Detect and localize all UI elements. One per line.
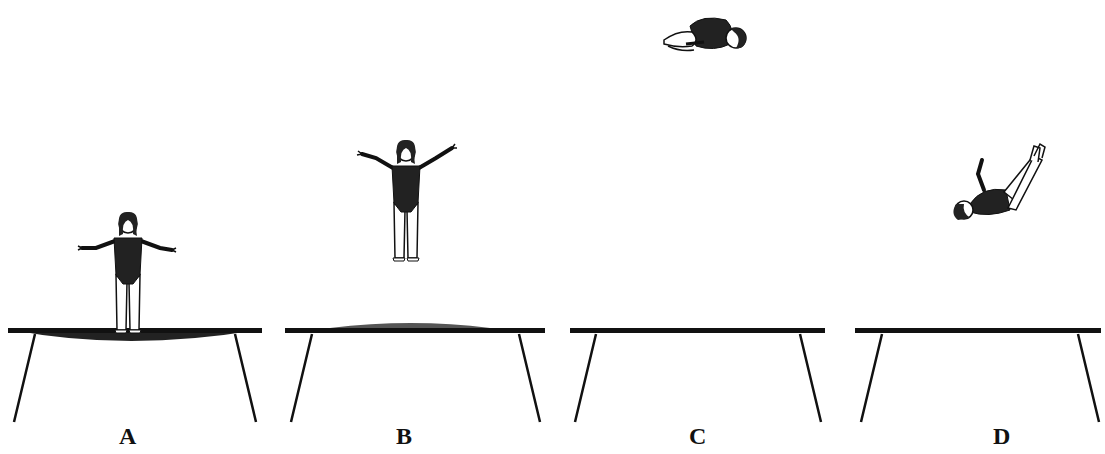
panel-letter: D (993, 424, 1010, 448)
trampoline-a (8, 328, 262, 422)
panel-letter: C (689, 424, 706, 448)
gymnast-standing (78, 212, 176, 333)
trampoline-d (855, 328, 1101, 422)
trampoline-b (285, 323, 545, 422)
panel-letter: A (119, 424, 136, 448)
trampoline-c (570, 328, 825, 422)
gymnast-inverted (953, 144, 1045, 220)
gymnast-rising (357, 140, 457, 261)
gymnast-tucked (664, 18, 746, 51)
panel-letter: B (396, 424, 412, 448)
